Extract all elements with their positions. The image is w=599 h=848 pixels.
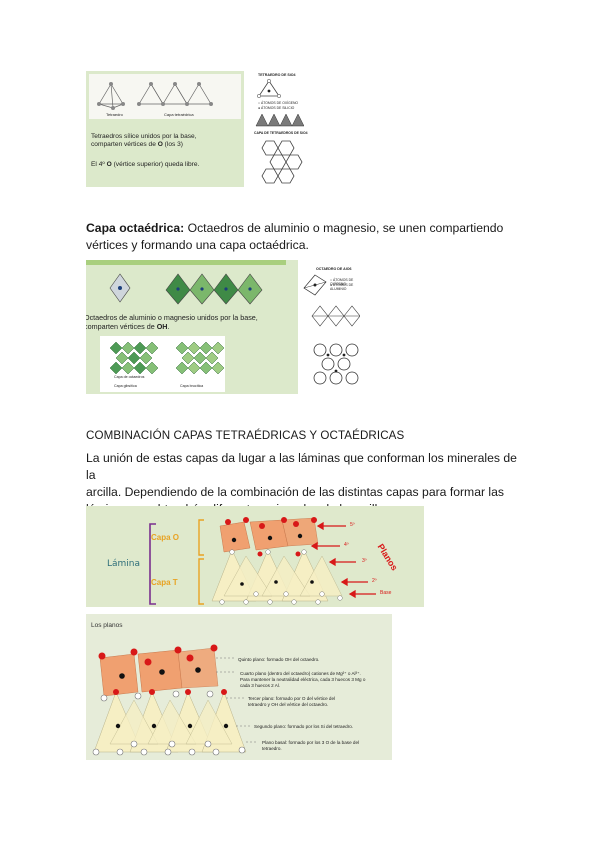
plane4-line1: Cuarto plano (dentro del octaedro) catio…: [240, 671, 361, 676]
plane-label-3: 3º: [362, 558, 367, 564]
figure1-text-line3: El 4º O (vértice superior) queda libre.: [91, 161, 200, 168]
figure1-legend-oxygen: ○ ÁTOMOS DE OXÍGENO: [258, 101, 299, 105]
plane-label-5: 5º: [350, 522, 355, 528]
plane1-line2: tetraedro.: [262, 746, 282, 751]
figure1-drawing-area: [89, 74, 241, 119]
capa-o-label: Capa O: [151, 533, 180, 542]
figure-tetrahedral-layer: Tetraedro Capa tetraédrica Tetraedros sí…: [86, 71, 315, 187]
plane1-line1: Plano basal: formado por los 3 O de la b…: [262, 740, 360, 745]
plane-label-base: Base: [380, 590, 392, 596]
figure2-sublabel-bruc: Capa brucítica: [180, 384, 204, 388]
figure2-side-title: OCTAEDRO DE AlO6: [316, 267, 352, 271]
figure1-label-tetraedro: Tetraedro: [106, 112, 123, 117]
gibbsite-lattice: [109, 341, 158, 374]
tetrahedra-drawing: [97, 82, 213, 110]
tetrahedron-icon: [257, 79, 281, 98]
figure2-legend-aluminium: ● ÁTOMOS DE ALUMINIO: [330, 283, 354, 291]
figure1-side-title2: CAPA DE TETRAEDROS DE SiO4: [254, 131, 308, 135]
figure-planes: Los planos: [86, 614, 392, 760]
lamina-diagram: [149, 517, 376, 605]
figure2-header-strip: [86, 260, 286, 265]
plane3-line1: Tercer plano: formado por O del vértice …: [248, 696, 336, 701]
octa-ring-icon: [313, 343, 359, 385]
figure1-side-title: TETRAEDRO DE SiO4: [258, 73, 296, 77]
figure-octahedral-layer: Octaedros de aluminio o magnesio unidos …: [86, 260, 364, 394]
figure2-sublabel-octa: Capa de octaedros: [114, 375, 145, 379]
plane2-text: Segundo plano: formado por los Si del te…: [254, 724, 354, 729]
plane4-line3: cada 3 huecos 2 Al.: [240, 683, 281, 688]
plane-label-4: 4º: [344, 542, 349, 548]
plane-label-2: 2º: [372, 578, 377, 584]
figure1-text-line2: comparten vértices de O (los 3): [91, 141, 183, 148]
plane1-text: Plano basal: formado por los 3 O de la b…: [262, 740, 359, 752]
plane4-text: Cuarto plano (dentro del octaedro) catio…: [240, 671, 365, 689]
plane4-line2: Para mantener la neutralidad eléctrica, …: [240, 677, 366, 682]
figure4-title: Los planos: [91, 622, 123, 629]
tetra-chain-icon: [255, 113, 304, 127]
capa-t-label: Capa T: [151, 578, 178, 587]
figure1-text-line1: Tetraedros sílice unidos por la base,: [91, 133, 197, 140]
octahedral-line2: vértices y formando una capa octaédrica.: [86, 238, 309, 252]
octahedral-description: Capa octaédrica: Octaedros de aluminio o…: [86, 220, 526, 254]
figure1-label-capa: Capa tetraédrica: [164, 112, 194, 117]
octahedron-icon: [303, 274, 327, 296]
octahedra-drawing: [109, 273, 263, 305]
figure2-text-line1: Octaedros de aluminio o magnesio unidos …: [86, 313, 258, 322]
figure-lamina: Lámina Capa O Capa T Planos 5º 4º 3º 2º …: [86, 506, 424, 607]
plane5-text: Quinto plano: formado OH del octaedro.: [238, 657, 320, 662]
combination-heading: COMBINACIÓN CAPAS TETRAÉDRICAS Y OCTAÉDR…: [86, 429, 405, 442]
figure2-legend-oxygen: ○ ÁTOMOS DE OXÍGENO: [330, 278, 354, 286]
plane3-line2: tetraedro y OH del vértice del octaedro.: [248, 702, 329, 707]
planes-diagram: [92, 644, 258, 756]
plane3-text: Tercer plano: formado por O del vértice …: [248, 696, 335, 708]
hexagonal-net-icon: [261, 140, 303, 184]
octahedral-line1: Capa octaédrica: Octaedros de aluminio o…: [86, 221, 504, 235]
brucite-lattice: [175, 341, 224, 374]
figure2-sublabel-gibb: Capa gibsítica: [114, 384, 137, 388]
lamina-label: Lámina: [107, 559, 141, 569]
figure2-text-line2: comparten vértices de OH.: [86, 322, 170, 331]
octa-chain-icon: [311, 305, 360, 327]
combination-line2: arcilla. Dependiendo de la combinación d…: [86, 485, 504, 499]
figure1-legend-silicon: ● ÁTOMOS DE SILICIO: [258, 106, 295, 110]
combination-line1: La unión de estas capas da lugar a las l…: [86, 451, 517, 482]
